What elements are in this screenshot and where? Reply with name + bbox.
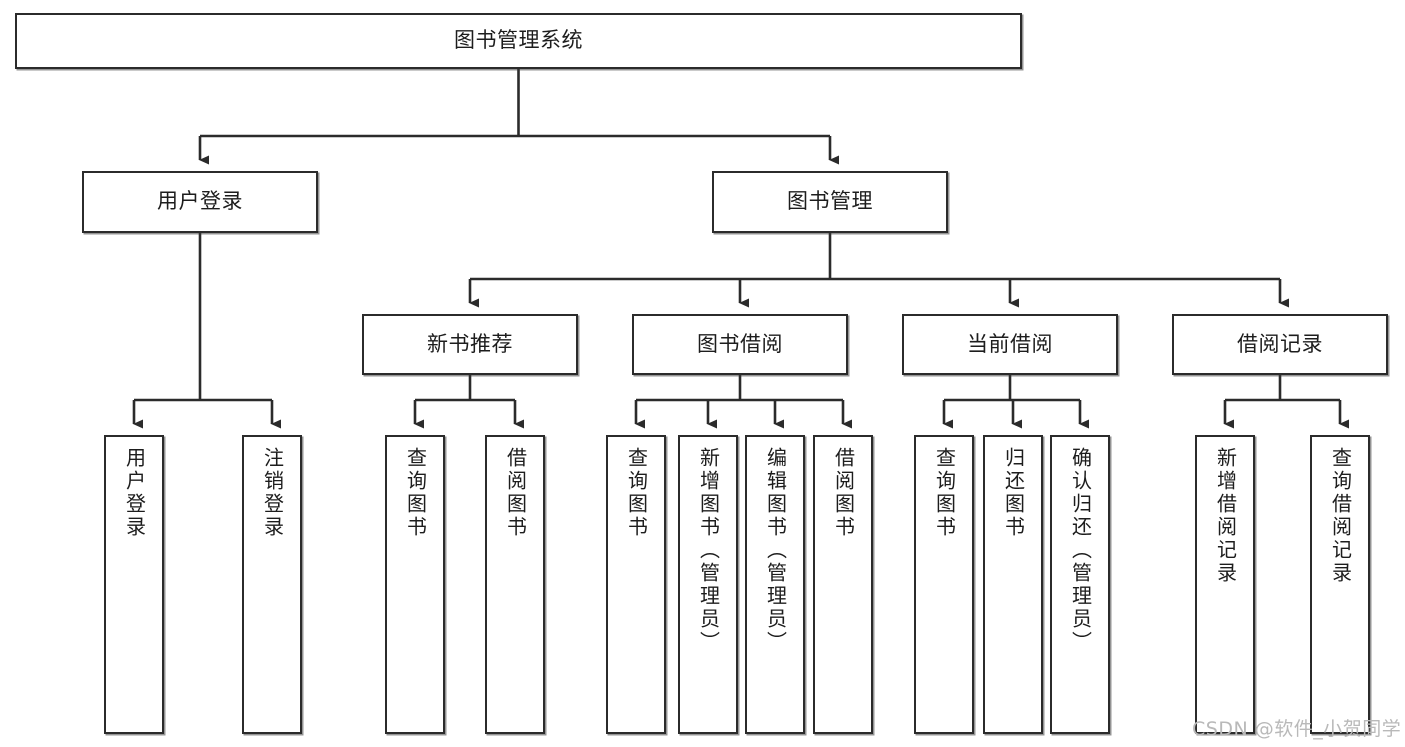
node-label-leaf-cur-query: 查询图书 (932, 447, 957, 539)
node-label-book-manage: 图书管理 (787, 189, 873, 214)
node-label-leaf-cur-confirm: 确认归还（管理员） (1068, 447, 1093, 654)
node-leaf-cur-confirm[interactable]: 确认归还（管理员） (1050, 435, 1110, 734)
node-leaf-user-login[interactable]: 用户登录 (104, 435, 164, 734)
node-leaf-borrow-edit[interactable]: 编辑图书（管理员） (745, 435, 805, 734)
node-label-leaf-user-logout: 注销登录 (260, 447, 285, 539)
node-leaf-cur-return[interactable]: 归还图书 (983, 435, 1043, 734)
node-label-leaf-rec-borrow: 借阅图书 (503, 447, 528, 539)
node-label-leaf-borrow-query: 查询图书 (624, 447, 649, 539)
node-label-borrow-record: 借阅记录 (1237, 331, 1323, 356)
node-leaf-rec-query[interactable]: 查询图书 (385, 435, 445, 734)
node-leaf-borrow-query[interactable]: 查询图书 (606, 435, 666, 734)
node-leaf-cur-query[interactable]: 查询图书 (914, 435, 974, 734)
node-label-leaf-cur-return: 归还图书 (1001, 447, 1026, 539)
connector-lines (132, 69, 1349, 429)
node-label-leaf-rec-query: 查询图书 (403, 447, 428, 539)
node-label-leaf-borrow-lend: 借阅图书 (831, 447, 856, 539)
node-leaf-borrow-add[interactable]: 新增图书（管理员） (678, 435, 738, 734)
node-label-new-book-rec: 新书推荐 (427, 331, 513, 356)
node-leaf-borrow-lend[interactable]: 借阅图书 (813, 435, 873, 734)
node-current-borrow[interactable]: 当前借阅 (902, 314, 1118, 375)
node-label-leaf-rec-add: 新增借阅记录 (1213, 447, 1238, 585)
node-label-leaf-borrow-edit: 编辑图书（管理员） (763, 447, 788, 654)
node-user-login[interactable]: 用户登录 (82, 171, 318, 233)
node-leaf-user-logout[interactable]: 注销登录 (242, 435, 302, 734)
node-label-leaf-borrow-add: 新增图书（管理员） (696, 447, 721, 654)
node-label-root: 图书管理系统 (454, 28, 583, 53)
node-leaf-rec-borrow[interactable]: 借阅图书 (485, 435, 545, 734)
node-label-current-borrow: 当前借阅 (967, 331, 1053, 356)
node-root[interactable]: 图书管理系统 (15, 13, 1022, 69)
node-borrow-record[interactable]: 借阅记录 (1172, 314, 1388, 375)
node-book-manage[interactable]: 图书管理 (712, 171, 948, 233)
node-leaf-rec-search[interactable]: 查询借阅记录 (1310, 435, 1370, 734)
node-label-book-borrow: 图书借阅 (697, 331, 783, 356)
node-label-leaf-rec-search: 查询借阅记录 (1328, 447, 1353, 585)
node-book-borrow[interactable]: 图书借阅 (632, 314, 848, 375)
node-new-book-rec[interactable]: 新书推荐 (362, 314, 578, 375)
node-leaf-rec-add[interactable]: 新增借阅记录 (1195, 435, 1255, 734)
node-label-user-login: 用户登录 (157, 189, 243, 214)
node-label-leaf-user-login: 用户登录 (122, 447, 147, 539)
